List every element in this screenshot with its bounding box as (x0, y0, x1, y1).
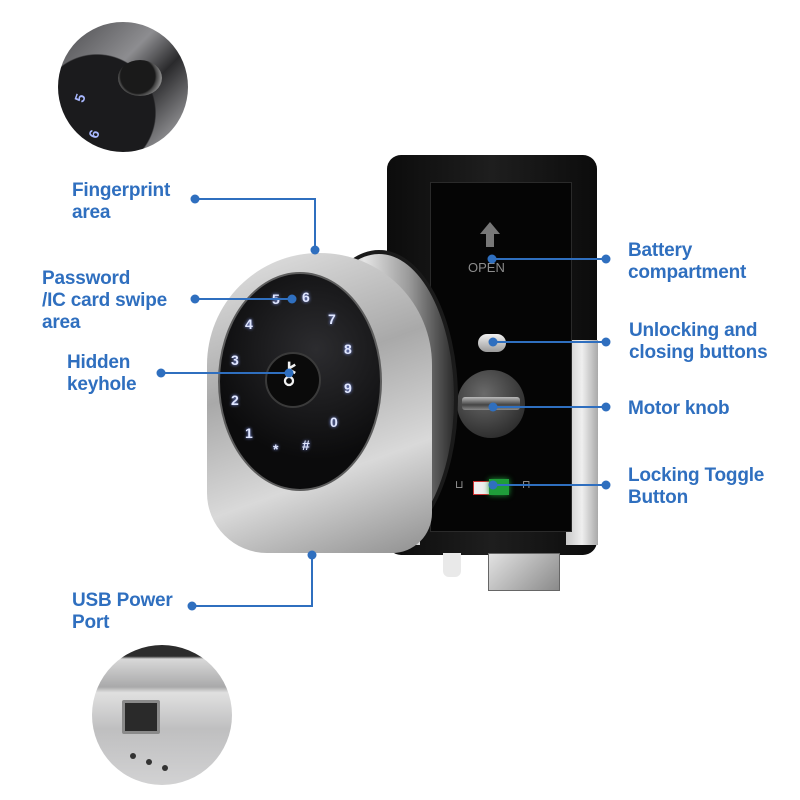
key-1[interactable]: 1 (245, 425, 253, 441)
unlocked-icon: ⊔ (455, 479, 464, 491)
label-hidden-keyhole: Hidden keyhole (67, 352, 137, 395)
callout-line (493, 406, 606, 408)
key-7[interactable]: 7 (328, 311, 336, 327)
callout-dot (310, 245, 320, 255)
callout-line (161, 372, 289, 374)
callout-line (493, 341, 606, 343)
callout-dot (601, 254, 611, 264)
fingerprint-sensor-icon (118, 60, 162, 96)
callout-dot (601, 480, 611, 490)
label-usb-power-port: USB Power Port (72, 590, 173, 633)
callout-dot (284, 368, 294, 378)
usb-closeup-inset (92, 645, 232, 785)
speaker-hole (162, 765, 168, 771)
callout-line (195, 298, 292, 300)
open-label: OPEN (468, 260, 505, 275)
key-star[interactable]: * (273, 441, 279, 457)
callout-dot (601, 402, 611, 412)
callout-line (311, 555, 313, 607)
key-4[interactable]: 4 (245, 316, 253, 332)
label-fingerprint-area: Fingerprint area (72, 180, 171, 223)
callout-line (192, 605, 312, 607)
hidden-keyhole (265, 352, 321, 408)
arrow-up-icon-stem (486, 233, 494, 247)
callout-dot (601, 337, 611, 347)
inset-key-5: 5 (71, 91, 89, 105)
callout-line (492, 258, 606, 260)
key-hash[interactable]: # (302, 437, 310, 453)
label-motor-knob: Motor knob (628, 398, 730, 419)
key-0[interactable]: 0 (330, 414, 338, 430)
label-battery-compartment: Battery compartment (628, 240, 747, 283)
inset-key-6: 6 (85, 127, 103, 141)
fingerprint-closeup-inset: 5 6 (58, 22, 188, 152)
usb-port-icon (122, 700, 160, 734)
key-2[interactable]: 2 (231, 392, 239, 408)
lock-bolt (488, 553, 560, 591)
label-unlocking-closing-buttons: Unlocking and closing buttons (629, 320, 768, 363)
arrow-up-icon (480, 222, 500, 234)
callout-dot (287, 294, 297, 304)
label-locking-toggle-button: Locking Toggle Button (628, 465, 765, 508)
speaker-hole (146, 759, 152, 765)
callout-line (195, 198, 315, 200)
speaker-hole (130, 753, 136, 759)
key-6[interactable]: 6 (302, 289, 310, 305)
key-3[interactable]: 3 (231, 352, 239, 368)
callout-line (314, 198, 316, 250)
key-8[interactable]: 8 (344, 341, 352, 357)
key-9[interactable]: 9 (344, 380, 352, 396)
label-password-area: Password /IC card swipe area (42, 268, 167, 333)
latch-pin (443, 553, 461, 577)
callout-dot (307, 550, 317, 560)
callout-line (493, 484, 606, 486)
